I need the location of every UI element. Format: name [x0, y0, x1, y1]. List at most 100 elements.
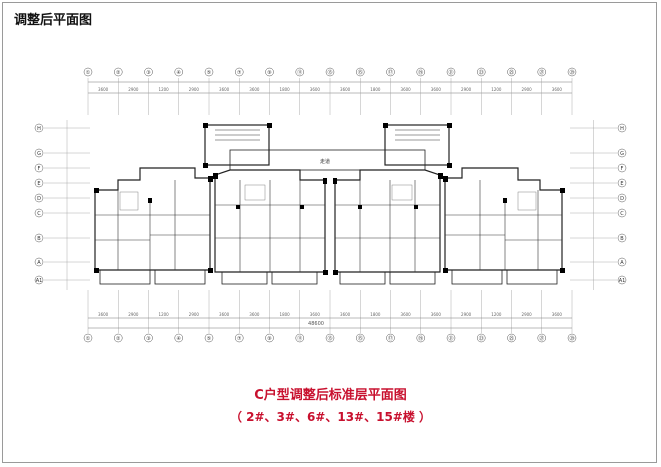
- top-axis-label: ⑤: [207, 70, 211, 76]
- caption-main: C户型调整后标准层平面图: [254, 388, 407, 403]
- top-axis-bubble: [295, 67, 304, 77]
- right-axis-bubble: [617, 233, 627, 243]
- right-axis-label: C: [620, 211, 624, 217]
- top-axis-label: ⑮: [358, 69, 363, 76]
- left-axis-label: C: [37, 211, 41, 217]
- left-axis-label: F: [38, 166, 41, 172]
- bottom-axis-bubble: [114, 333, 123, 343]
- bottom-dim-text: 2900: [189, 312, 200, 317]
- right-axis-label: H: [620, 126, 624, 132]
- balcony-8: [506, 269, 558, 285]
- bottom-axis-bubble: [144, 333, 153, 343]
- corridor-label: 走道: [320, 158, 330, 165]
- bottom-axis-bubble: [477, 333, 486, 343]
- top-axis-label: ①: [86, 70, 91, 76]
- bottom-axis-bubble: [83, 333, 93, 343]
- top-axis-label: ②: [116, 70, 121, 76]
- bottom-dim-text: 1800: [280, 312, 291, 317]
- balcony-1: [99, 269, 151, 285]
- top-axis-bubble: [325, 67, 335, 77]
- top-dim-text: 3600: [310, 87, 321, 92]
- bottom-dim-text: 3600: [401, 312, 412, 317]
- top-axis-bubble: [144, 67, 153, 77]
- left-axis-label: B: [37, 236, 41, 242]
- stair-core-right: [384, 124, 450, 166]
- right-axis-label: B: [620, 236, 624, 242]
- bottom-dim-text: 1800: [370, 312, 381, 317]
- right-axis-bubble: [617, 123, 627, 133]
- bottom-axis-bubble: [174, 333, 183, 343]
- top-axis-bubble: [83, 67, 93, 77]
- bottom-axis-bubble: [386, 333, 395, 343]
- top-dim-text: 1200: [491, 87, 502, 92]
- right-axis-bubble: [617, 193, 627, 203]
- top-dim-text: 2900: [461, 87, 472, 92]
- right-axis-label: F: [621, 166, 624, 172]
- right-axis-bubble: [617, 208, 627, 218]
- right-axis-bubble: [617, 163, 627, 173]
- bottom-dim-text: 3600: [249, 312, 260, 317]
- right-axis-bubble: [617, 178, 627, 188]
- bottom-axis-bubble: [235, 333, 244, 343]
- unit-block-left: [94, 167, 211, 271]
- top-dim-text: 3600: [98, 87, 109, 92]
- bottom-axis-label: ⑬: [327, 335, 332, 342]
- bottom-axis-label: ㉕: [509, 335, 514, 342]
- top-dim-text: 2900: [128, 87, 139, 92]
- bottom-dim-text: 3600: [431, 312, 442, 317]
- right-axis-bubble: [617, 257, 627, 267]
- right-axis-label: E: [620, 181, 623, 187]
- balcony-7: [451, 269, 503, 285]
- corridor: [229, 149, 426, 171]
- top-axis-bubble: [537, 67, 546, 77]
- top-dim-text: 3600: [340, 87, 351, 92]
- unit-block-center-right: [334, 169, 441, 273]
- bottom-axis-label: ⑦: [237, 336, 242, 342]
- left-axis-bubble: [34, 148, 44, 158]
- hatched-areas: [119, 184, 537, 211]
- unit-block-right: [444, 167, 563, 271]
- caption-sub: （ 2#、3#、6#、13#、15#楼 ）: [229, 410, 432, 424]
- top-axis-bubble: [265, 67, 274, 77]
- bottom-axis-label: ㉙: [569, 335, 574, 342]
- top-axis-label: ㉕: [509, 69, 514, 76]
- bottom-axis-label: ⑨: [267, 336, 271, 342]
- bottom-axis-bubble: [567, 333, 577, 343]
- top-axis-label: ⑦: [237, 70, 242, 76]
- bottom-dim-text: 2900: [128, 312, 139, 317]
- balcony-3: [221, 271, 268, 285]
- top-axis-label: ㉑: [448, 69, 453, 76]
- bottom-axis-label: ⑮: [358, 335, 363, 342]
- top-dim-text: 1800: [280, 87, 291, 92]
- top-axis-label: ㉙: [569, 69, 574, 76]
- bottom-dim-text: 3600: [340, 312, 351, 317]
- top-axis-bubble: [235, 67, 244, 77]
- top-axis-bubble: [386, 67, 395, 77]
- bottom-dim-text: 1200: [491, 312, 502, 317]
- overall-dimension: 48600: [308, 321, 324, 327]
- left-axis-bubble: [34, 123, 44, 133]
- bottom-dim-text: 1200: [159, 312, 170, 317]
- right-axis-bubble: [617, 275, 627, 285]
- bottom-dim-text: 3600: [219, 312, 230, 317]
- top-axis-label: ⑪: [297, 69, 302, 76]
- left-axis-bubble: [34, 163, 44, 173]
- top-axis-label: ㉗: [539, 69, 544, 76]
- top-dim-text: 3600: [401, 87, 412, 92]
- left-axis-label: A: [37, 260, 41, 266]
- balcony-5: [339, 271, 386, 285]
- top-axis-bubble: [567, 67, 577, 77]
- right-axis-label: D: [620, 196, 624, 202]
- top-axis-bubble: [356, 67, 365, 77]
- bottom-axis-bubble: [507, 333, 516, 343]
- bottom-axis-label: ①: [86, 336, 91, 342]
- bottom-axis-label: ㉗: [539, 335, 544, 342]
- top-axis-label: ⑰: [388, 69, 393, 76]
- page-frame: [2, 2, 657, 463]
- bottom-dim-text: 2900: [461, 312, 472, 317]
- bottom-axis-bubble: [356, 333, 365, 343]
- top-dim-text: 3600: [219, 87, 230, 92]
